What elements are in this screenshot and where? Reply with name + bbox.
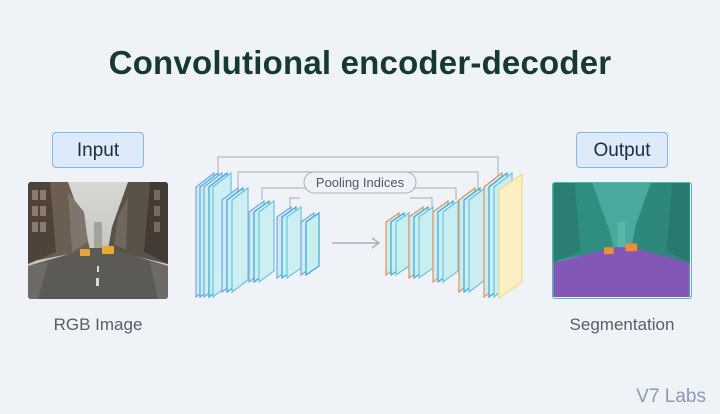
output-caption: Segmentation [569, 315, 675, 334]
encoder-block-5 [300, 211, 320, 277]
pooling-indices-label: Pooling Indices [316, 175, 405, 190]
decoder-block-1 [385, 211, 410, 277]
output-label: Output [576, 132, 668, 168]
encoder-block-4 [276, 205, 302, 280]
softmax-layer [498, 172, 523, 300]
output-segmentation-image [552, 182, 692, 299]
v7-labs-watermark: V7 Labs [636, 386, 706, 407]
diagram-title: Convolutional encoder-decoder [108, 44, 612, 81]
encoder-block-2 [221, 186, 249, 294]
pooling-indices-badge: Pooling Indices [303, 171, 417, 194]
flow-arrow [332, 237, 381, 249]
input-label: Input [52, 132, 144, 168]
encoder-block-3 [248, 199, 275, 284]
decoder-block-5 [483, 171, 523, 300]
decoder-block-3 [432, 199, 459, 284]
decoder-block-4 [458, 186, 486, 294]
input-rgb-image [28, 182, 168, 299]
decoder-block-2 [408, 205, 434, 280]
input-caption: RGB Image [53, 315, 143, 334]
